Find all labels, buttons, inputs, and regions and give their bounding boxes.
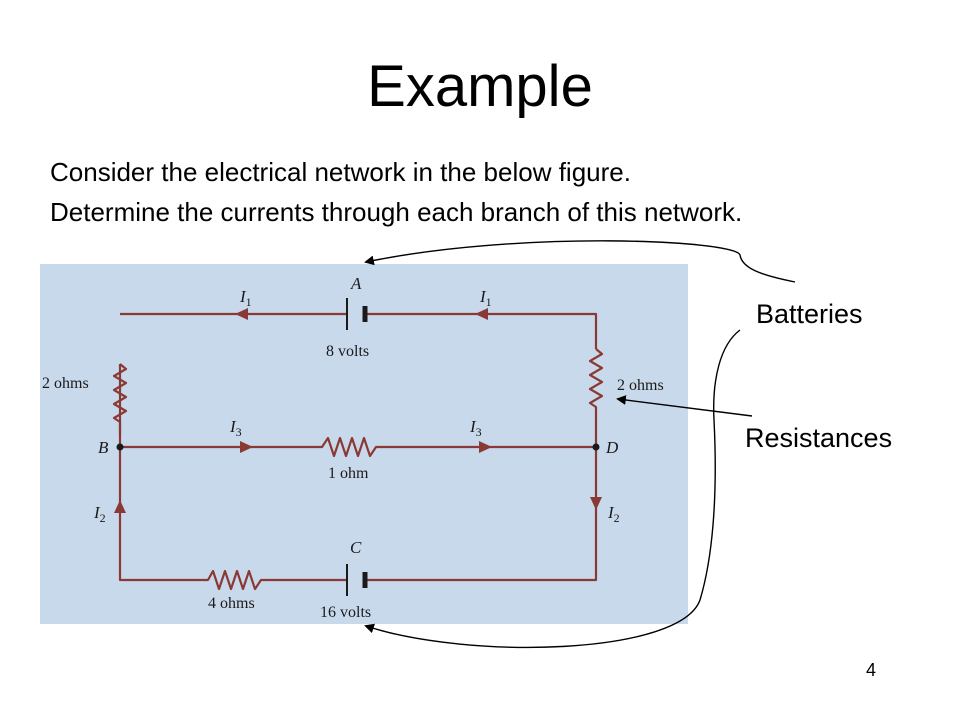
current-label-top-right: I1 [479,287,492,309]
label-battery-top: 8 volts [326,343,369,360]
current-label-left: I2 [93,503,106,525]
label-resistor-left: 2 ohms [42,375,89,392]
label-resistor-bottom: 4 ohms [208,595,255,612]
current-subscript: 3 [476,425,482,439]
current-symbol: I [93,503,101,522]
node-label-c: C [350,538,362,557]
node-label-a: A [350,274,362,293]
current-symbol: I [229,417,237,436]
current-symbol: I [479,287,487,306]
current-subscript: 2 [614,511,620,525]
circuit-diagram: A B C D I1 I1 I3 I3 I2 I2 8 volts 2 ohms… [40,264,688,624]
current-label-middle-left: I3 [229,417,242,439]
slide-title: Example [367,54,593,119]
current-subscript: 2 [100,511,106,525]
current-label-top-left: I1 [239,287,252,309]
current-arrow-left-up [114,500,126,513]
description-line-2: Determine the currents through each bran… [50,197,743,227]
label-resistor-right: 2 ohms [617,377,664,394]
resistor-left-symbol [112,363,128,447]
current-arrow-middle-left [240,441,253,453]
current-subscript: 1 [486,295,492,309]
current-subscript: 3 [236,425,242,439]
node-label-b: B [98,438,109,457]
current-arrow-top-right [475,308,488,320]
label-battery-bottom: 16 volts [320,604,371,621]
resistances-label: Resistances [745,423,893,453]
node-b-dot [116,443,124,451]
batteries-label: Batteries [756,299,863,329]
current-subscript: 1 [246,295,252,309]
node-label-d: D [605,438,619,457]
current-symbol: I [239,287,247,306]
node-d-dot [592,443,600,451]
battery-top [346,298,368,330]
current-arrow-top-left [235,308,248,320]
battery-bottom [346,564,368,596]
page-number: 4 [866,660,877,680]
label-resistor-middle: 1 ohm [328,465,369,482]
problem-description: Consider the electrical network in the b… [50,152,930,232]
description-line-1: Consider the electrical network in the b… [50,157,631,187]
